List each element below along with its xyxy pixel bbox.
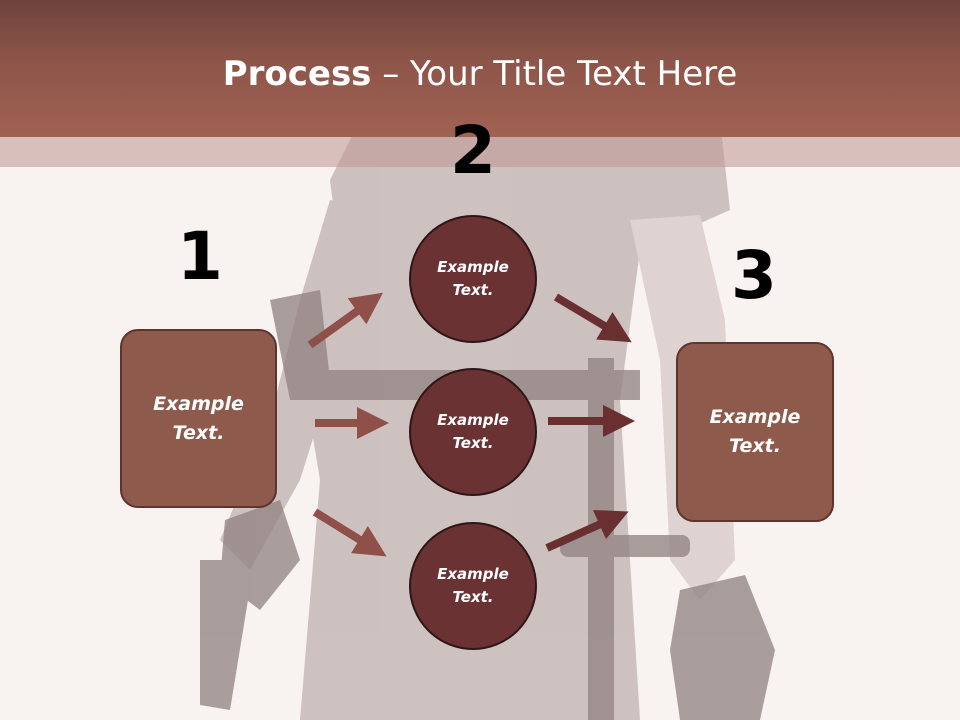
step-2-circle-bottom[interactable]: Example Text. bbox=[409, 522, 537, 650]
title-bar bbox=[0, 0, 960, 137]
arrow-2-to-3-bottom bbox=[545, 509, 629, 552]
step-1-text: Example Text. bbox=[153, 392, 244, 444]
step-2-circle-bottom-text: Example Text. bbox=[437, 565, 509, 606]
step-3-box[interactable]: Example Text. bbox=[676, 342, 834, 522]
step-3-text: Example Text. bbox=[709, 406, 801, 457]
step-2-circle-middle[interactable]: Example Text. bbox=[409, 368, 537, 496]
step-2-circle-top-text: Example Text. bbox=[437, 258, 509, 299]
title-bold: Process bbox=[222, 54, 372, 94]
step-1-box[interactable]: Example Text. bbox=[120, 329, 277, 508]
slide-title[interactable]: Process – Your Title Text Here bbox=[0, 52, 960, 96]
arrow-2-to-3-top bbox=[553, 293, 632, 343]
step-2-circle-middle-text: Example Text. bbox=[437, 411, 509, 452]
step-number-2: 2 bbox=[450, 112, 496, 189]
arrow-1-to-2-bottom bbox=[312, 508, 387, 557]
title-strip bbox=[0, 137, 960, 167]
arrow-1-to-2-top bbox=[307, 292, 384, 349]
title-rest: – Your Title Text Here bbox=[371, 54, 738, 94]
step-number-3: 3 bbox=[731, 237, 777, 314]
step-number-1: 1 bbox=[177, 218, 223, 295]
step-2-circle-top[interactable]: Example Text. bbox=[409, 215, 537, 343]
